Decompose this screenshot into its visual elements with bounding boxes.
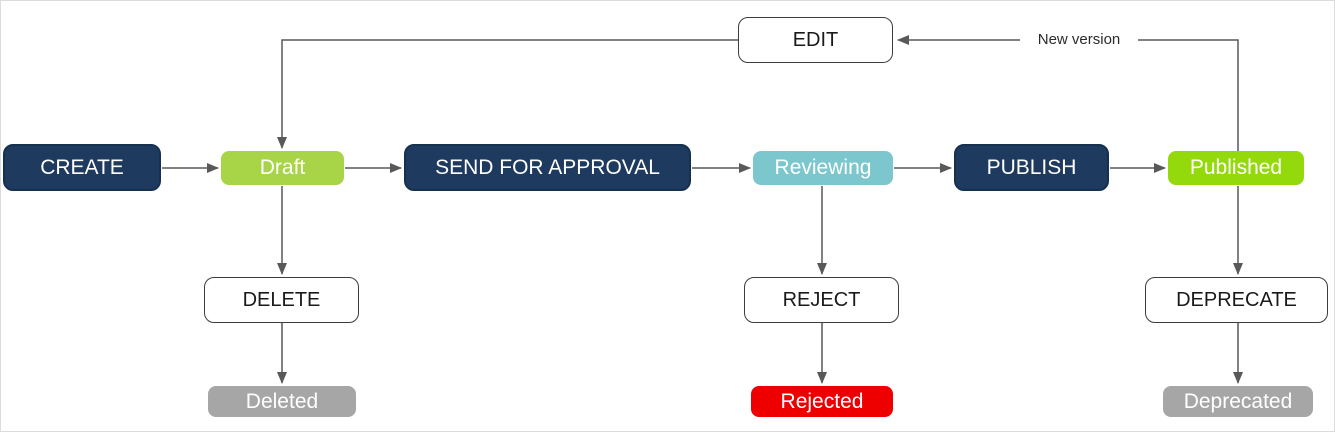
node-publish: PUBLISH [954,144,1109,191]
node-draft: Draft [221,151,344,185]
node-deprecate: DEPRECATE [1145,277,1328,323]
node-deprecated: Deprecated [1163,386,1313,417]
node-edit: EDIT [738,17,893,63]
node-delete: DELETE [204,277,359,323]
node-create: CREATE [3,144,161,191]
edge-label-new-version: New version [1020,28,1138,52]
edge-published-edit-new-version [897,35,1239,151]
node-deleted: Deleted [208,386,356,417]
node-send-for-approval: SEND FOR APPROVAL [404,144,691,191]
edge-edit-draft [277,39,738,149]
node-rejected: Rejected [751,386,893,417]
node-published: Published [1168,151,1304,185]
node-reject: REJECT [744,277,899,323]
node-reviewing: Reviewing [753,151,893,185]
